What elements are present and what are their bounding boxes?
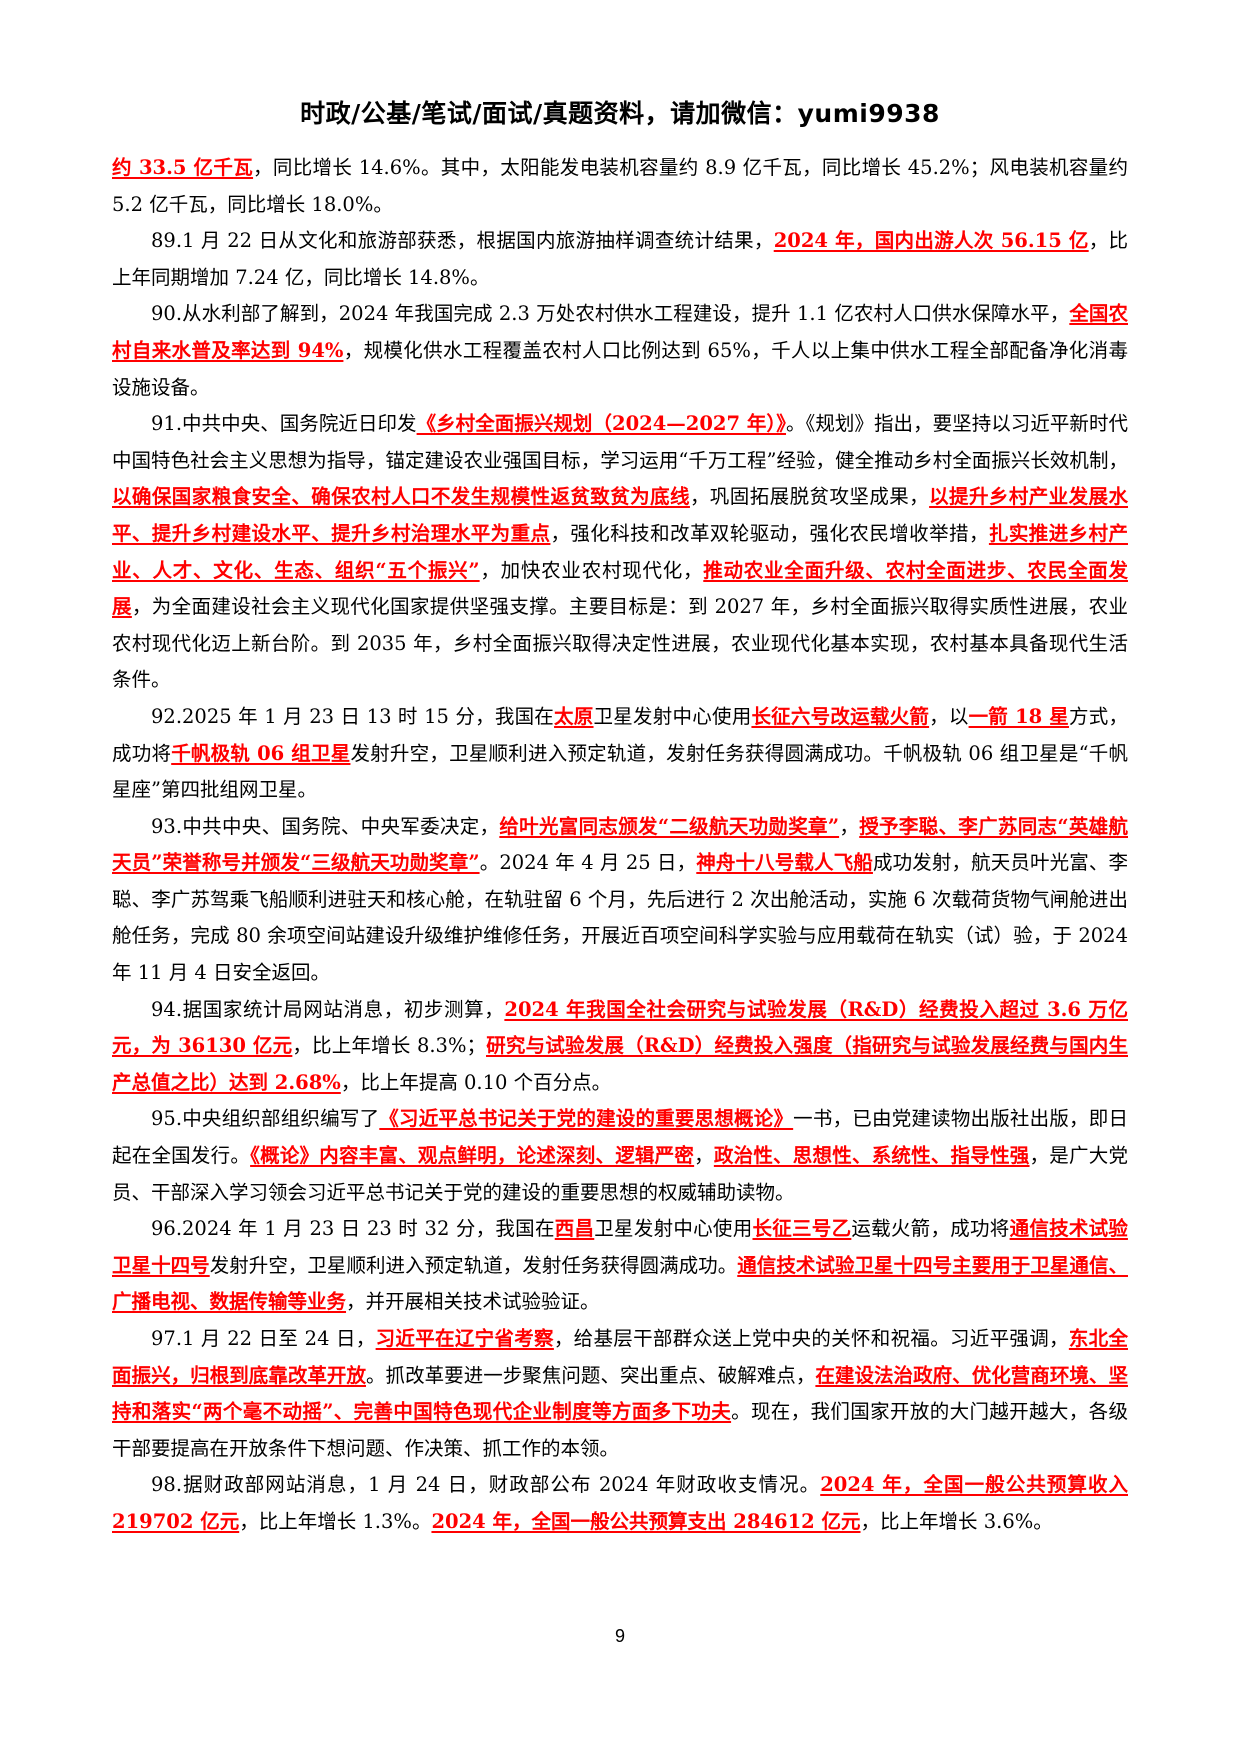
news-paragraph: 97.1 月 22 日至 24 日，习近平在辽宁省考察，给基层干部群众送上党中央… [112,1321,1128,1467]
paragraph-text: 92.2025 年 1 月 23 日 13 时 15 分，我国在 [151,704,555,728]
highlighted-key-point: 习近平在辽宁省考察 [375,1327,554,1350]
highlighted-key-point: 神舟十八号载人飞船 [696,851,873,875]
paragraph-text: ，巩固拓展脱贫攻坚成果， [689,485,930,509]
highlighted-key-point: 长征三号乙 [752,1217,852,1241]
paragraph-text: ，是广大党员、干部深入学习领会习近平总书记关于党的建设的重要思想的权威辅助读物。 [112,1144,1128,1204]
news-paragraph: 约 33.5 亿千瓦，同比增长 14.6%。其中，太阳能发电装机容量约 8.9 … [112,150,1128,223]
highlighted-key-point: 扎实推进乡村产业、人才、文化、生态、组织“五个振兴” [112,521,1128,582]
paragraph-text: ，规模化供水工程覆盖农村人口比例达到 65%，千人以上集中供水工程全部配备净化消… [112,338,1128,399]
highlighted-key-point: 千帆极轨 06 组卫星 [171,741,351,765]
highlighted-key-point: 2024 年我国全社会研究与试验发展（R&D）经费投入超过 3.6 万亿元，为 … [112,997,1128,1058]
paragraph-text: ，比上年同期增加 7.24 亿，同比增长 14.8%。 [112,229,1129,289]
paragraph-text: 方式，成功将 [112,704,1128,765]
paragraph-text: 成功发射，航天员叶光富、李聪、李广苏驾乘飞船顺利进驻天和核心舱，在轨驻留 6 个… [112,851,1128,985]
paragraph-text: ，比上年提高 0.10 个百分点。 [340,1070,612,1094]
highlighted-key-point: 政治性、思想性、系统性、指导性强 [713,1144,1030,1168]
news-paragraph: 89.1 月 22 日从文化和旅游部获悉，根据国内旅游抽样调查统计结果，2024… [112,223,1128,296]
news-paragraph: 95.中央组织部组织编写了《习近平总书记关于党的建设的重要思想概论》一书，已由党… [112,1101,1128,1211]
news-paragraph: 98.据财政部网站消息，1 月 24 日，财政部公布 2024 年财政收支情况。… [112,1467,1128,1540]
highlighted-key-point: 《概论》内容丰富、观点鲜明，论述深刻、逻辑严密 [250,1144,695,1168]
paragraph-text: 发射升空，卫星顺利进入预定轨道，发射任务获得圆满成功。千帆极轨 06 组卫星是“… [112,741,1128,802]
highlighted-key-point: 西昌 [554,1217,595,1241]
paragraph-text: 91.中共中央、国务院近日印发 [151,412,417,436]
highlighted-key-point: 一箭 18 星 [968,704,1069,728]
highlighted-key-point: 以确保国家粮食安全、确保农村人口不发生规模性返贫致贫为底线 [112,485,690,509]
paragraph-text: 。抓改革要进一步聚焦问题、突出重点、破解难点， [366,1363,816,1387]
news-paragraph: 91.中共中央、国务院近日印发《乡村全面振兴规划（2024—2027 年）》。《… [112,406,1128,699]
paragraph-text: ，比上年增长 1.3%。 [239,1509,432,1533]
paragraph-text: 98.据财政部网站消息，1 月 24 日，财政部公布 2024 年财政收支情况。 [151,1473,821,1497]
paragraph-text: ， [839,814,860,838]
highlighted-key-point: 约 33.5 亿千瓦 [112,156,254,179]
highlighted-key-point: 长征六号改运载火箭 [751,704,930,728]
paragraph-text: 90.从水利部了解到，2024 年我国完成 2.3 万处农村供水工程建设，提升 … [151,302,1070,326]
article-body: 约 33.5 亿千瓦，同比增长 14.6%。其中，太阳能发电装机容量约 8.9 … [112,150,1128,1541]
paragraph-text: 95.中央组织部组织编写了 [151,1107,380,1131]
paragraph-text: 卫星发射中心使用 [594,1217,753,1241]
highlighted-key-point: 授予李聪、李广苏同志“英雄航天员”荣誉称号并颁发“三级航天功勋奖章” [112,814,1128,875]
highlighted-key-point: 太原 [554,704,594,728]
highlighted-key-point: 给叶光富同志颁发“二级航天功勋奖章” [499,814,840,838]
page-header: 时政/公基/笔试/面试/真题资料，请加微信：yumi9938 [300,99,940,128]
highlighted-key-point: 在建设法治政府、优化营商环境、坚持和落实“两个毫不动摇”、完善中国特色现代企业制… [112,1363,1128,1424]
paragraph-text: 96.2024 年 1 月 23 日 23 时 32 分，我国在 [151,1217,555,1241]
highlighted-key-point: 《乡村全面振兴规划（2024—2027 年）》 [416,412,787,436]
paragraph-text: ，为全面建设社会主义现代化国家提供坚强支撑。主要目标是：到 2027 年，乡村全… [112,595,1128,692]
highlighted-key-point: 2024 年，全国一般公共预算收入 219702 亿元 [112,1473,1128,1533]
paragraph-text: ，比上年增长 3.6%。 [860,1509,1053,1533]
paragraph-text: 。2024 年 4 月 25 日， [479,851,697,875]
paragraph-text: 发射升空，卫星顺利进入预定轨道，发射任务获得圆满成功。 [209,1253,738,1277]
highlighted-key-point: 推动农业全面升级、农村全面进步、农民全面发展 [112,558,1128,619]
paragraph-text: ，强化科技和改革双轮驱动，强化农民增收举措， [550,521,989,545]
paragraph-text: ，加快农业农村现代化， [479,558,704,582]
highlighted-key-point: 2024 年，国内出游人次 56.15 亿 [773,229,1089,253]
highlighted-key-point: 《习近平总书记关于党的建设的重要思想概论》 [379,1107,794,1131]
highlighted-key-point: 东北全面振兴，归根到底靠改革开放 [112,1327,1128,1387]
highlighted-key-point: 通信技术试验卫星十四号主要用于卫星通信、广播电视、数据传输等业务 [112,1253,1128,1314]
page-number: 9 [614,1626,625,1646]
highlighted-key-point: 2024 年，全国一般公共预算支出 284612 亿元 [431,1509,861,1533]
highlighted-key-point: 以提升乡村产业发展水平、提升乡村建设水平、提升乡村治理水平为重点 [112,485,1128,545]
paragraph-text: 运载火箭，成功将 [851,1217,1010,1241]
paragraph-text: 93.中共中央、国务院、中央军委决定， [151,814,500,838]
highlighted-key-point: 全国农村自来水普及率达到 94% [112,302,1128,362]
paragraph-text: ，比上年增长 8.3%； [292,1034,486,1058]
paragraph-text: 卫星发射中心使用 [593,704,752,728]
news-paragraph: 94.据国家统计局网站消息，初步测算，2024 年我国全社会研究与试验发展（R&… [112,992,1128,1102]
paragraph-text: ，同比增长 14.6%。其中，太阳能发电装机容量约 8.9 亿千瓦，同比增长 4… [112,156,1129,216]
highlighted-key-point: 研究与试验发展（R&D）经费投入强度（指研究与试验发展经费与国内生产总值之比）达… [112,1034,1128,1094]
news-paragraph: 93.中共中央、国务院、中央军委决定，给叶光富同志颁发“二级航天功勋奖章”，授予… [112,809,1128,992]
news-paragraph: 96.2024 年 1 月 23 日 23 时 32 分，我国在西昌卫星发射中心… [112,1211,1128,1321]
paragraph-text: ，并开展相关技术试验验证。 [346,1290,600,1314]
paragraph-text: 97.1 月 22 日至 24 日， [151,1327,376,1350]
news-paragraph: 92.2025 年 1 月 23 日 13 时 15 分，我国在太原卫星发射中心… [112,699,1128,809]
paragraph-text: 89.1 月 22 日从文化和旅游部获悉，根据国内旅游抽样调查统计结果， [151,229,774,253]
paragraph-text: 一书，已由党建读物出版社出版，即日起在全国发行。 [112,1107,1128,1168]
news-paragraph: 90.从水利部了解到，2024 年我国完成 2.3 万处农村供水工程建设，提升 … [112,296,1128,406]
paragraph-text: ，给基层干部群众送上党中央的关怀和祝福。习近平强调， [553,1327,1069,1350]
paragraph-text: 。《规划》指出，要坚持以习近平新时代中国特色社会主义思想为指导，锚定建设农业强国… [112,412,1128,472]
paragraph-text: 94.据国家统计局网站消息，初步测算， [151,997,505,1021]
paragraph-text: ，以 [929,704,969,728]
paragraph-text: 。现在，我们国家开放的大门越开越大，各级干部要提高在开放条件下想问题、作决策、抓… [112,1400,1128,1460]
highlighted-key-point: 通信技术试验卫星十四号 [112,1217,1128,1277]
paragraph-text: ， [694,1144,714,1168]
